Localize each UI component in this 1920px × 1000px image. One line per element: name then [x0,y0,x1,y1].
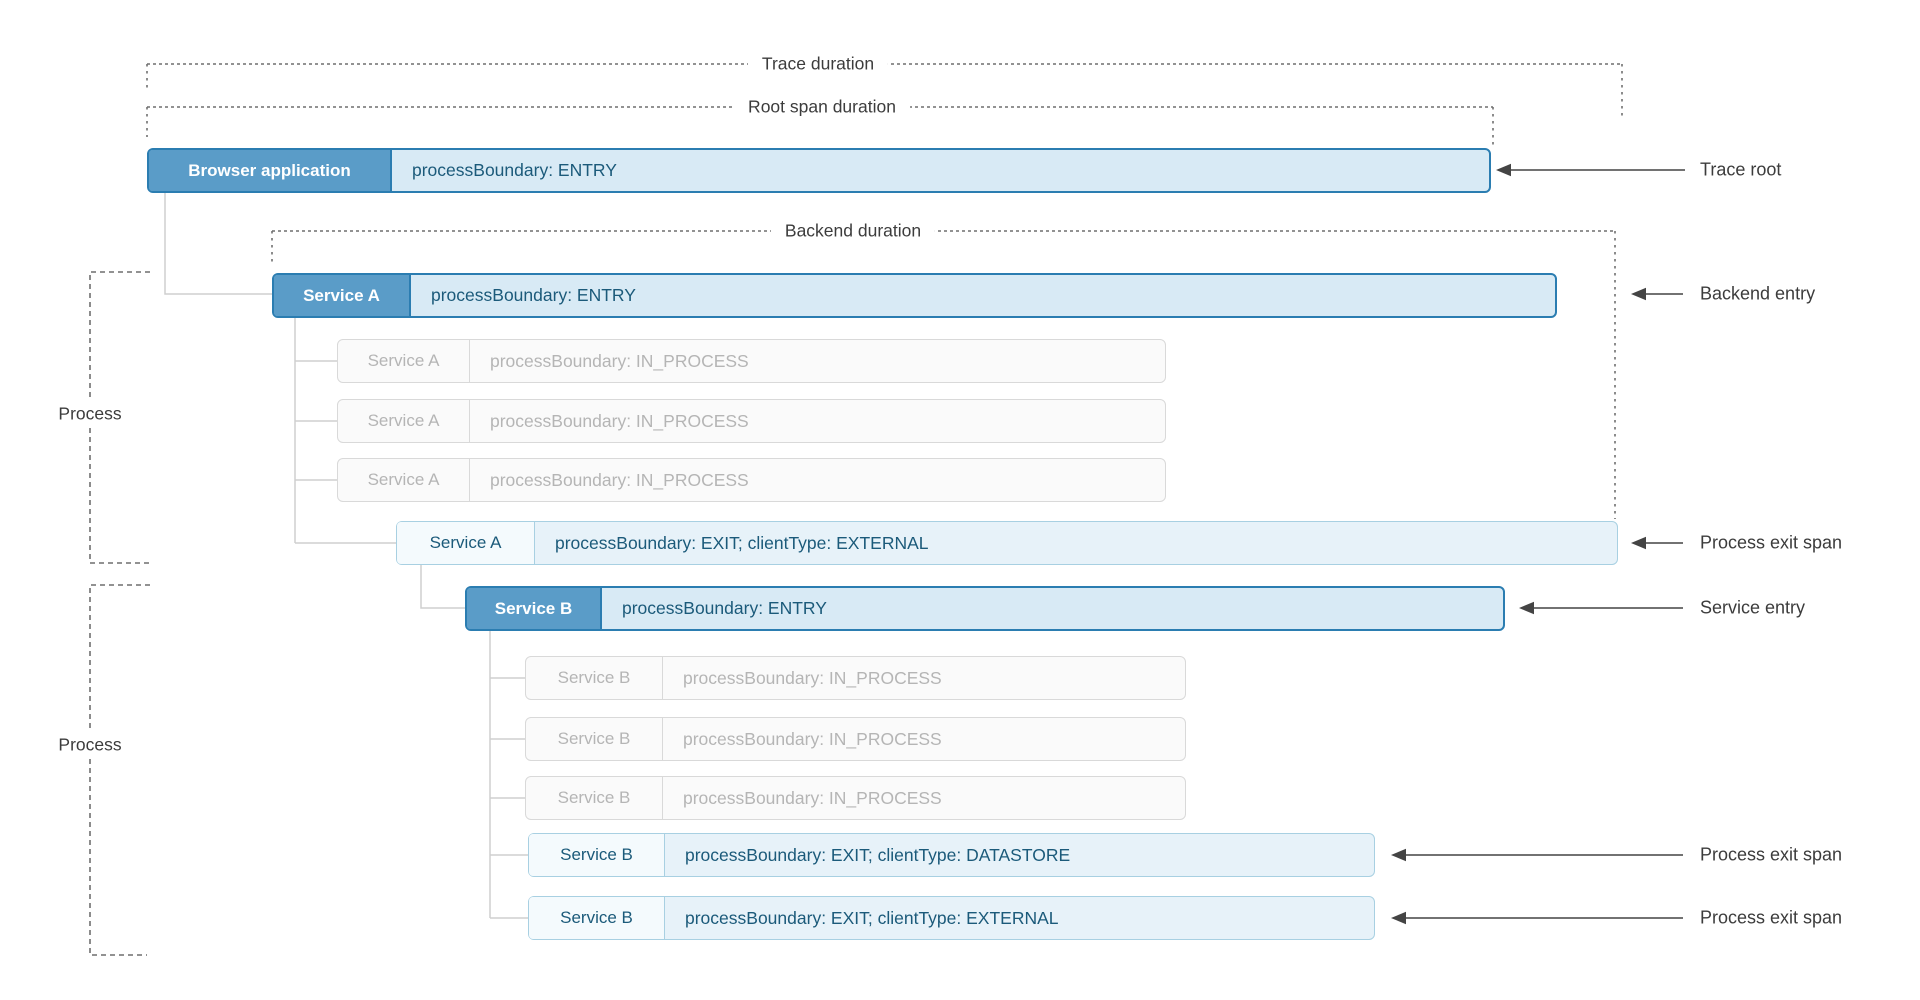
span-label: Service B [526,718,663,760]
process-bracket-bottom [89,584,150,956]
span-label: Service A [338,400,470,442]
span-text: processBoundary: IN_PROCESS [683,787,942,808]
span-label: Service A [397,522,535,564]
process-exit-span-a-label: Process exit span [1700,532,1843,553]
backend-duration-ticks [271,231,1616,519]
backend-entry-label: Backend entry [1700,283,1816,304]
span-label: Service B [526,657,663,699]
process-exit-span-b1-arrow-icon [1391,848,1683,862]
span-text: processBoundary: EXIT; clientType: EXTER… [685,907,1059,928]
trace-duration-label: Trace duration [747,50,889,78]
span-label: Service A [338,340,470,382]
process-label-bottom: Process [44,731,136,759]
process-label-top: Process [44,400,136,428]
backend-duration-label: Backend duration [770,217,936,245]
span-text: processBoundary: ENTRY [622,598,827,618]
process-exit-span-a-arrow-icon [1631,536,1683,550]
span-browser-application: Browser application processBoundary: ENT… [147,148,1491,193]
process-exit-span-b2-label: Process exit span [1700,907,1843,928]
span-service-a-exit: Service A processBoundary: EXIT; clientT… [396,521,1618,565]
span-label: Service B [467,588,602,629]
span-label: Service B [526,777,663,819]
span-text: processBoundary: ENTRY [412,160,617,180]
span-text: processBoundary: EXIT; clientType: DATAS… [685,844,1071,865]
connector-service-a-to-service-b [420,565,465,609]
span-service-a-inprocess-2: Service A processBoundary: IN_PROCESS [337,399,1166,443]
span-label: Service A [274,275,411,316]
trace-root-label: Trace root [1700,159,1782,180]
span-service-b-inprocess-1: Service B processBoundary: IN_PROCESS [525,656,1186,700]
span-text: processBoundary: IN_PROCESS [683,728,942,749]
service-entry-label: Service entry [1700,597,1806,618]
backend-entry-arrow-icon [1631,287,1683,301]
span-service-b-exit-external: Service B processBoundary: EXIT; clientT… [528,896,1375,940]
connector-service-a-children [294,317,396,544]
span-service-b-entry: Service B processBoundary: ENTRY [465,586,1505,631]
root-span-duration-ticks [146,107,1494,147]
process-exit-span-b1-label: Process exit span [1700,844,1843,865]
span-label: Service A [338,459,470,501]
span-service-a-inprocess-1: Service A processBoundary: IN_PROCESS [337,339,1166,383]
span-text: processBoundary: ENTRY [431,285,636,305]
span-text: processBoundary: IN_PROCESS [490,410,749,431]
span-text: processBoundary: IN_PROCESS [490,469,749,490]
span-text: processBoundary: EXIT; clientType: EXTER… [555,532,929,553]
process-bracket-top [89,271,150,564]
root-span-duration-label: Root span duration [734,93,910,121]
process-exit-span-b2-arrow-icon [1391,911,1683,925]
service-entry-arrow-icon [1519,601,1683,615]
trace-root-arrow-icon [1496,163,1685,177]
span-service-b-inprocess-2: Service B processBoundary: IN_PROCESS [525,717,1186,761]
span-service-a-inprocess-3: Service A processBoundary: IN_PROCESS [337,458,1166,502]
span-text: processBoundary: IN_PROCESS [490,350,749,371]
span-label: Service B [529,834,665,876]
span-label: Browser application [149,150,392,191]
trace-duration-ticks [146,64,1623,118]
connector-service-b-children [489,631,528,919]
span-service-b-inprocess-3: Service B processBoundary: IN_PROCESS [525,776,1186,820]
span-label: Service B [529,897,665,939]
connector-browser-to-service-a [164,193,272,295]
span-service-a-entry: Service A processBoundary: ENTRY [272,273,1557,318]
span-service-b-exit-datastore: Service B processBoundary: EXIT; clientT… [528,833,1375,877]
span-text: processBoundary: IN_PROCESS [683,667,942,688]
